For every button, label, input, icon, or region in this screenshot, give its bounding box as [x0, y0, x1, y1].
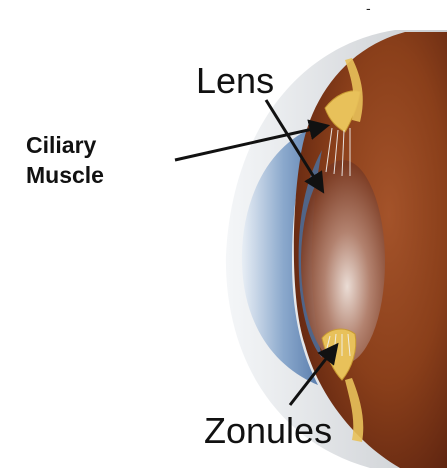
zonules-label: Zonules: [204, 410, 332, 452]
ciliary-muscle-label-line2: Muscle: [26, 160, 104, 190]
lens-label: Lens: [196, 60, 274, 102]
ciliary-muscle-label-line1: Ciliary: [26, 130, 104, 160]
ciliary-muscle-label: Ciliary Muscle: [26, 130, 104, 190]
top-tick-mark: -: [366, 0, 371, 16]
